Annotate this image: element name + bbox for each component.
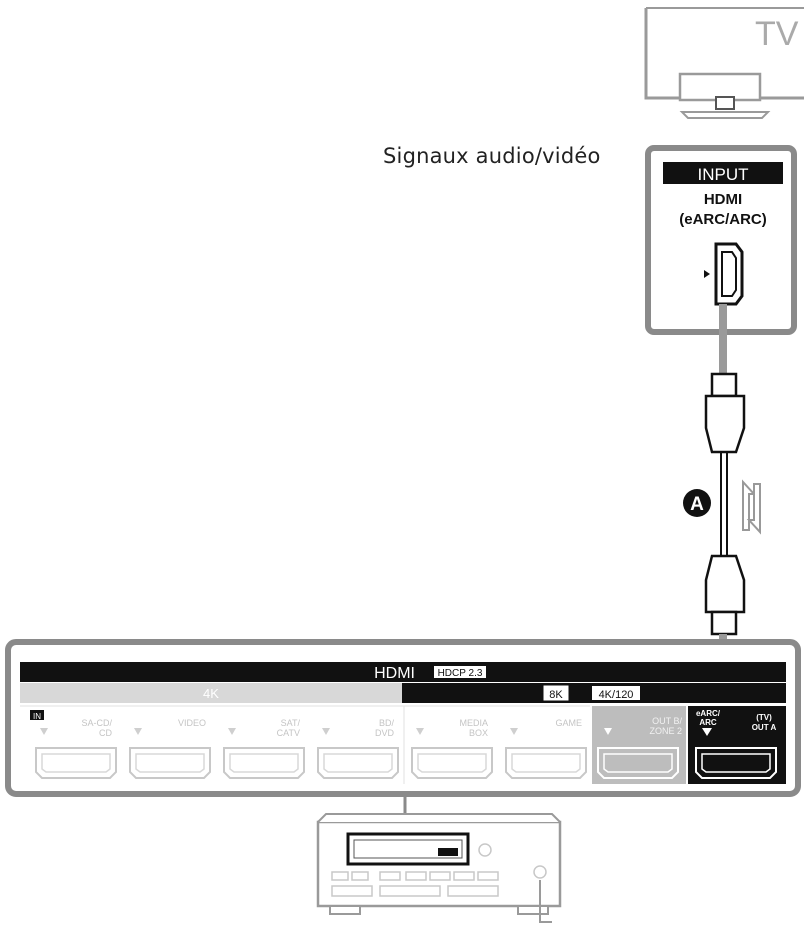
out-a-label: OUT A	[752, 723, 777, 732]
port-label: CD	[99, 728, 112, 738]
av-receiver-illustration	[316, 796, 562, 923]
port-arrow-icon	[604, 728, 612, 735]
port-label: SA-CD/	[81, 718, 112, 728]
port-label: BD/	[379, 718, 395, 728]
port-arrow-icon	[228, 728, 236, 735]
cable-marker-a: A	[683, 489, 711, 517]
port-arrow-icon	[40, 728, 48, 735]
port-arrow-icon	[702, 728, 712, 736]
port-label: SAT/	[281, 718, 301, 728]
out-a-label: (TV)	[756, 713, 772, 722]
signal-caption: Signaux audio/vidéo	[383, 144, 601, 168]
tv-port-label-line1: HDMI	[704, 191, 742, 208]
bidirectional-arrow-icon	[742, 479, 761, 535]
tv-label: TV	[755, 15, 799, 53]
port-label: VIDEO	[178, 718, 206, 728]
port-arrow-icon	[322, 728, 330, 735]
port-label: DVD	[375, 728, 395, 738]
hdmi-input-port-3[interactable]	[223, 747, 305, 779]
port-arrow-icon	[134, 728, 142, 735]
port-label: BOX	[469, 728, 488, 738]
panel-title: HDMI	[374, 665, 415, 682]
out-a-label: eARC/	[696, 709, 721, 718]
port-label: CATV	[277, 728, 300, 738]
port-arrow-icon	[510, 728, 518, 735]
tv-illustration: TV	[644, 7, 804, 119]
hdmi-input-port-1[interactable]	[35, 747, 117, 779]
cable-marker-label: A	[690, 494, 704, 515]
port-label: GAME	[555, 718, 582, 728]
hdmi-input-port-5[interactable]	[411, 747, 493, 779]
out-b-label: ZONE 2	[649, 726, 682, 736]
in-label: IN	[33, 712, 41, 721]
hdmi-input-port-4[interactable]	[317, 747, 399, 779]
tv-input-header: INPUT	[698, 165, 749, 184]
port-arrow-icon	[416, 728, 424, 735]
receiver-hdmi-panel: HDMI HDCP 2.3 4K 8K 4K/120 IN SA-CD/CD VI…	[5, 639, 801, 797]
hdmi-input-port-2[interactable]	[129, 747, 211, 779]
tv-hdmi-port[interactable]	[714, 242, 744, 306]
hdmi-out-a-earc-port[interactable]	[695, 747, 777, 779]
hdcp-badge: HDCP 2.3	[438, 668, 483, 679]
hdmi-out-b-port[interactable]	[597, 747, 679, 779]
tv-port-arrow-icon	[704, 270, 710, 278]
port-label: MEDIA	[459, 718, 488, 728]
band-4k120-label: 4K/120	[599, 689, 634, 701]
band-4k-label: 4K	[203, 686, 219, 701]
out-b-label: OUT B/	[652, 716, 682, 726]
out-a-label: ARC	[699, 718, 717, 727]
hdmi-input-port-6[interactable]	[505, 747, 587, 779]
tv-port-label-line2: (eARC/ARC)	[679, 211, 767, 228]
band-8k-label: 8K	[549, 689, 563, 701]
